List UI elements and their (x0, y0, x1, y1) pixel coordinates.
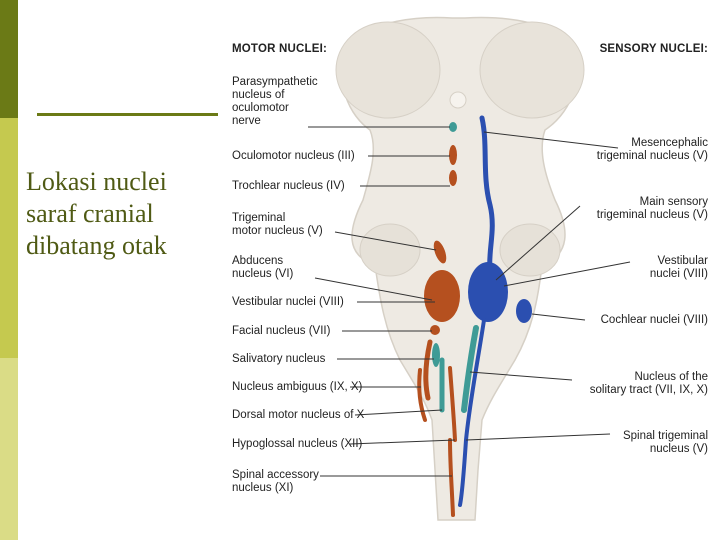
sidebar-stripe-mid (0, 118, 18, 358)
main-sensory-trigeminal-nucleus (468, 262, 508, 322)
slide-title: Lokasi nuclei saraf cranial dibatang ota… (26, 166, 226, 262)
label-vestibular-nuclei-motor: Vestibular nuclei (VIII) (232, 296, 344, 308)
title-divider (37, 113, 218, 116)
label-salivatory-nucleus: Salivatory nucleus (232, 353, 326, 365)
sensory-leader-lines (465, 131, 631, 441)
title-line: dibatang otak (26, 231, 167, 260)
spinal-trigeminal-nucleus (458, 318, 486, 507)
abducens-nucleus (430, 325, 440, 335)
motor-leader-lines (308, 126, 456, 477)
label-nucleus-ambiguus: Nucleus ambiguus (IX, X) (232, 381, 363, 393)
label-trochlear-nucleus: Trochlear nucleus (IV) (232, 180, 345, 192)
hypoglossal-nucleus (448, 366, 457, 442)
sidebar-stripe-dark (0, 0, 18, 118)
pineal (449, 91, 467, 109)
trigeminal-motor-nucleus (433, 240, 447, 264)
oculomotor-nucleus (449, 145, 457, 165)
label-cochlear-nuclei: Cochlear nuclei (VIII) (600, 314, 708, 326)
trochlear-nucleus (449, 170, 457, 186)
motor-nuclei-header: MOTOR NUCLEI: (232, 43, 328, 55)
facial-nucleus (423, 339, 433, 401)
nucleus-ambiguus (417, 368, 427, 422)
salivatory-nucleus (432, 343, 440, 367)
brainstem-illustration (308, 16, 631, 521)
oculomotor-parasympathetic-nucleus (449, 122, 457, 132)
spinal-accessory-nucleus (448, 438, 455, 517)
label-oculomotor-nucleus: Oculomotor nucleus (III) (232, 150, 355, 162)
title-line: saraf cranial (26, 199, 154, 228)
label-dorsal-motor-nucleus-x: Dorsal motor nucleus of X (232, 409, 365, 421)
mesencephalic-trigeminal-tract (479, 115, 495, 273)
cerebral-peduncle-right (479, 21, 585, 119)
vestibular-nuclei-mass (424, 270, 460, 322)
label-facial-nucleus: Facial nucleus (VII) (232, 325, 331, 337)
title-line: Lokasi nuclei (26, 167, 167, 196)
cerebral-peduncle-left (335, 21, 441, 119)
solitary-tract-nucleus (461, 325, 479, 413)
cerebellar-peduncle-left (359, 223, 421, 277)
sidebar-stripe-light (0, 358, 18, 540)
brainstem-outline (341, 16, 578, 521)
label-hypoglossal-nucleus: Hypoglossal nucleus (XII) (232, 438, 363, 450)
cochlear-nucleus (516, 299, 532, 323)
sensory-nuclei-header: SENSORY NUCLEI: (599, 43, 708, 55)
brainstem-diagram: MOTOR NUCLEI: SENSORY NUCLEI: Parasympat… (220, 0, 720, 540)
